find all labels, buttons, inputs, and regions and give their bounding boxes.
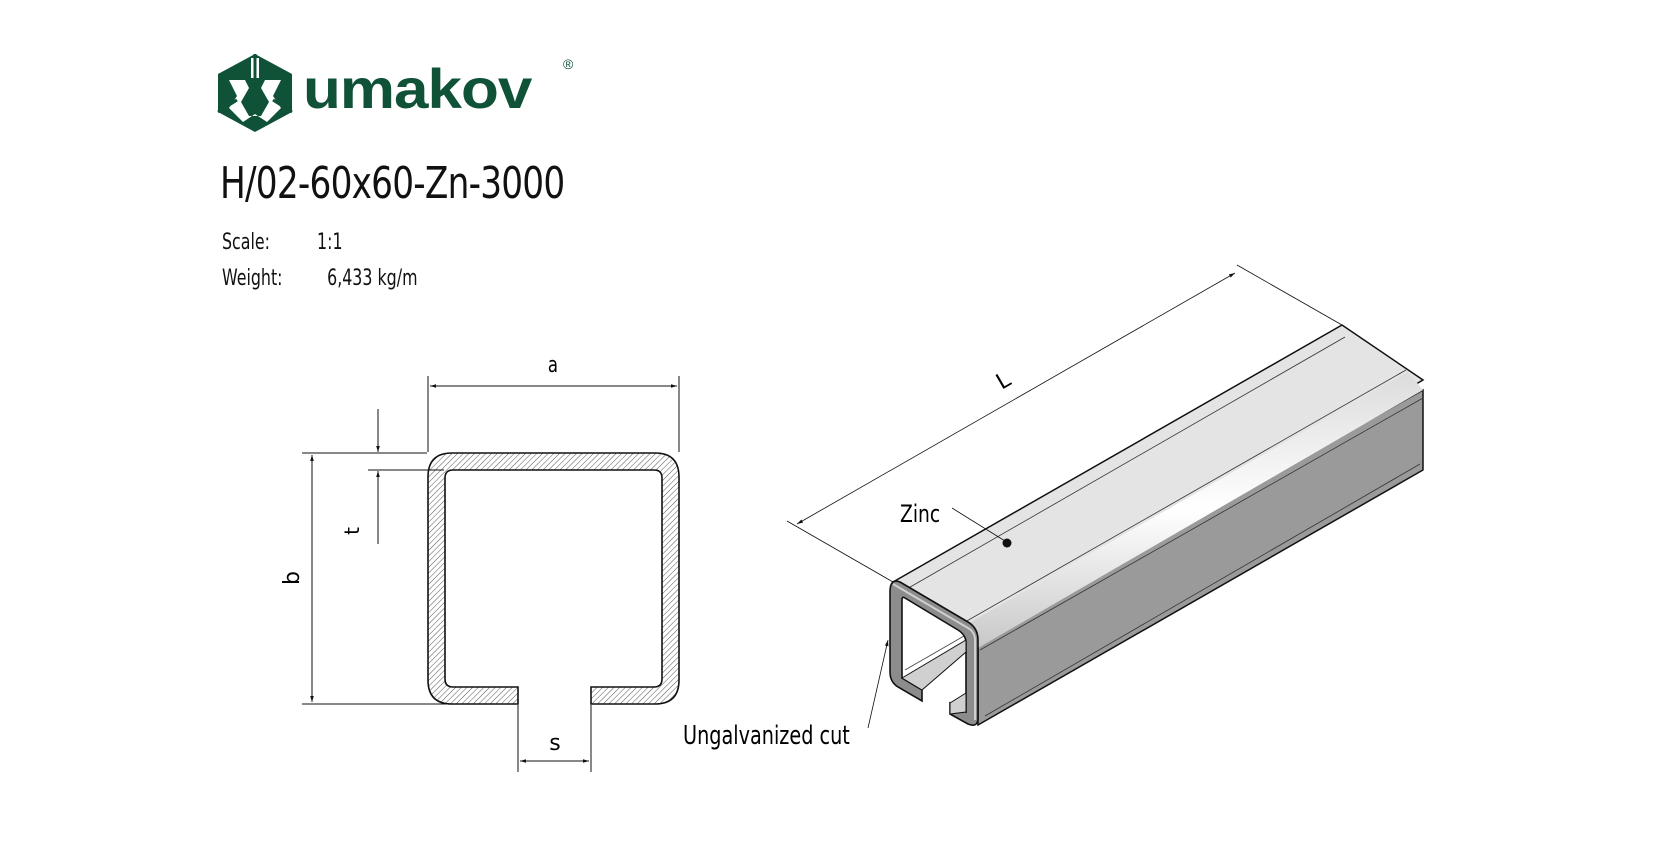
product-code-title: H/02-60x60-Zn-3000	[220, 158, 565, 209]
brand-wordmark: umakov	[303, 58, 532, 121]
dim-t-label: t	[340, 527, 364, 535]
isometric-view: L Zinc Ungalvanized cut	[683, 264, 1425, 751]
brand-logo: umakov ®	[215, 52, 595, 134]
dim-a-label: a	[548, 352, 558, 378]
registered-mark: ®	[563, 56, 574, 72]
dim-l-label: L	[992, 367, 1016, 395]
ungalvanized-cut-annotation: Ungalvanized cut	[683, 721, 850, 751]
profile-section	[427, 452, 680, 705]
scale-value: 1:1	[317, 230, 343, 255]
weight-label: Weight:	[222, 266, 283, 291]
dim-b-label: b	[280, 571, 305, 585]
scale-row: Scale: 1:1	[222, 230, 343, 256]
weight-value: 6,433 kg/m	[327, 266, 418, 291]
weight-row: Weight: 6,433 kg/m	[222, 266, 418, 292]
scale-label: Scale:	[222, 230, 270, 255]
logo-hexagon-icon	[217, 54, 293, 132]
front-cut-face	[889, 580, 979, 726]
zinc-marker-dot	[1002, 538, 1012, 548]
dim-s-label: s	[549, 731, 560, 756]
zinc-annotation: Zinc	[900, 501, 940, 529]
cross-section-view: a b t s	[280, 352, 680, 772]
